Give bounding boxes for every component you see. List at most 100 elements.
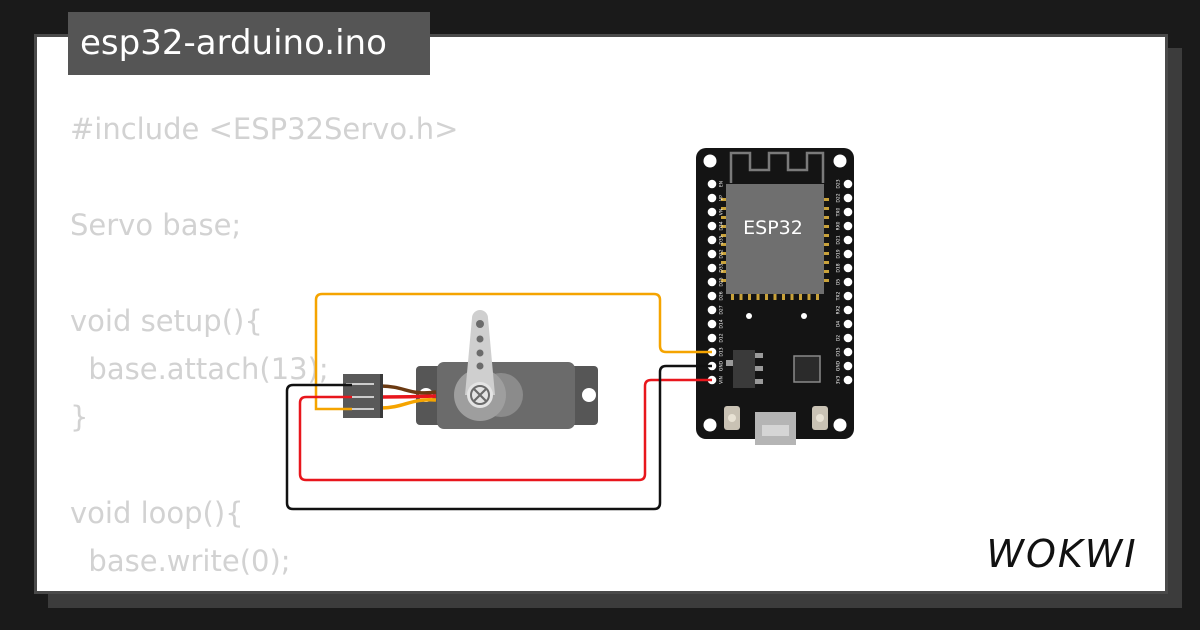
servo-motor[interactable]: [343, 310, 598, 429]
header-pin[interactable]: [843, 179, 853, 189]
pin-label: D12: [719, 333, 725, 342]
horn-hole: [476, 362, 484, 370]
code-line: #include <ESP32Servo.h>: [70, 112, 459, 146]
header-pin[interactable]: [843, 277, 853, 287]
pin-label: D5: [836, 279, 842, 285]
header-pin[interactable]: [843, 263, 853, 273]
via: [746, 313, 752, 319]
module-pad: [824, 234, 829, 237]
header-pin[interactable]: [707, 305, 717, 315]
header-pin[interactable]: [843, 319, 853, 329]
pin-label: 3V3: [836, 375, 842, 384]
pin-label: D19: [836, 249, 842, 258]
pin-label: D15: [836, 347, 842, 356]
usb-port-slot: [762, 425, 789, 436]
antenna-trace: [729, 151, 825, 183]
wires: [285, 292, 712, 511]
connector-pin: [346, 383, 374, 385]
header-pin[interactable]: [843, 291, 853, 301]
header-pin[interactable]: [843, 193, 853, 203]
module-pad: [824, 207, 829, 210]
code-line: void setup(){: [70, 304, 263, 338]
header-pin[interactable]: [843, 333, 853, 343]
servo-cable-brown: [379, 384, 437, 395]
pin-label: GND: [719, 360, 725, 371]
pin-label: D25: [719, 277, 725, 286]
regulator-pin: [755, 366, 763, 371]
button-cap: [816, 414, 824, 422]
header-pin[interactable]: [707, 263, 717, 273]
pin-label: D21: [836, 235, 842, 244]
header-pin[interactable]: [707, 291, 717, 301]
header-pin[interactable]: [843, 207, 853, 217]
code-line: Servo base;: [70, 208, 242, 242]
module-pad: [824, 252, 829, 255]
header-pin[interactable]: [843, 305, 853, 315]
pin-label: D2: [836, 335, 842, 341]
wokwi-logo: WOKWI: [986, 532, 1135, 576]
module-pad: [799, 294, 802, 300]
header-pin[interactable]: [707, 277, 717, 287]
signal-wire[interactable]: [314, 292, 712, 411]
module-pad: [721, 261, 726, 264]
esp32-module: [726, 184, 824, 294]
code-line: void loop(){: [70, 496, 244, 530]
connector-pin: [346, 396, 374, 398]
module-pad: [807, 294, 811, 300]
pin-label: VP: [719, 195, 725, 201]
esp32-label: ESP32: [743, 217, 803, 239]
header-pin[interactable]: [707, 221, 717, 231]
header-pin[interactable]: [707, 319, 717, 329]
regulator-pin: [755, 379, 763, 384]
pin-label: D32: [719, 249, 725, 258]
via: [801, 313, 807, 319]
header-pin[interactable]: [707, 207, 717, 217]
connector-edge: [380, 374, 383, 418]
header-pin[interactable]: [707, 235, 717, 245]
module-pad: [721, 270, 726, 273]
module-pads: [721, 198, 829, 300]
pin-label: TX0: [836, 208, 842, 218]
header-pin[interactable]: [843, 221, 853, 231]
shaft-screw-icon: [473, 388, 487, 402]
pin-label: D34: [719, 221, 725, 230]
module-pad: [739, 294, 743, 300]
header-pin[interactable]: [843, 361, 853, 371]
header-pin[interactable]: [843, 347, 853, 357]
module-pad: [721, 225, 726, 228]
header-pin[interactable]: [843, 375, 853, 385]
module-pad: [824, 270, 829, 273]
mounting-hole: [833, 418, 847, 432]
module-pad: [790, 294, 794, 300]
regulator-pin: [726, 360, 733, 366]
power-wire[interactable]: [298, 378, 712, 482]
header-pin[interactable]: [707, 249, 717, 259]
pin-label: D14: [719, 319, 725, 328]
horn-hole: [476, 320, 484, 328]
ground-wire[interactable]: [285, 364, 712, 511]
header-pin[interactable]: [707, 333, 717, 343]
pin-label: VN: [719, 209, 725, 215]
pin-label: D4: [836, 321, 842, 327]
module-pad: [748, 294, 751, 300]
module-pad: [721, 216, 726, 219]
header-pin[interactable]: [843, 235, 853, 245]
module-pad: [824, 279, 829, 282]
esp32-board[interactable]: ESP32 ENVPVND34D35D32D33D25D26D27D14D12D…: [696, 148, 854, 445]
pin-label: D13: [719, 347, 725, 356]
module-pad: [756, 294, 760, 300]
module-pad: [824, 225, 829, 228]
module-pad: [721, 243, 726, 246]
pin-label: D26: [719, 291, 725, 300]
servo-mount-hole: [582, 388, 596, 402]
diagram-canvas: #include <ESP32Servo.h> Servo base; void s…: [34, 34, 1168, 594]
pin-label: RX0: [836, 221, 842, 230]
pin-label: D27: [719, 305, 725, 314]
header-pin[interactable]: [707, 193, 717, 203]
mounting-hole: [703, 418, 717, 432]
servo-cable-red: [379, 394, 437, 399]
header-pin[interactable]: [707, 179, 717, 189]
shaft-ring: [470, 385, 490, 405]
header-pin[interactable]: [843, 249, 853, 259]
